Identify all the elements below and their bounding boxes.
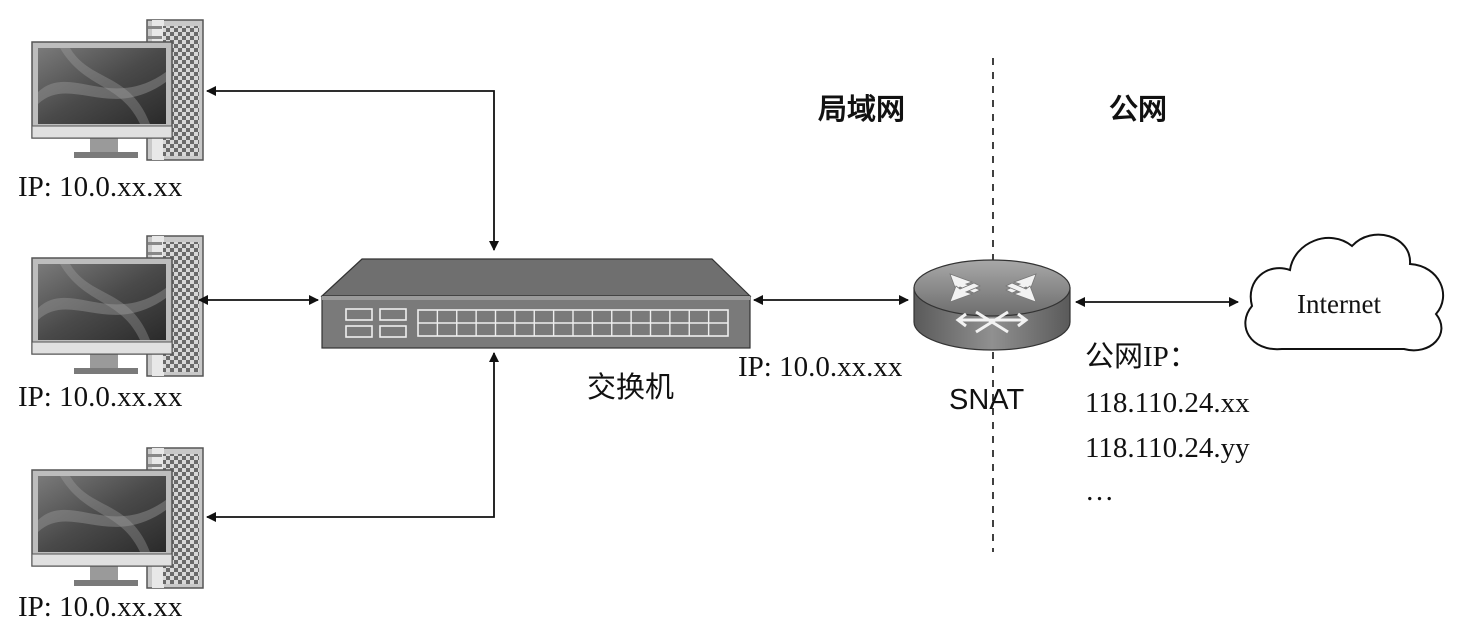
router-icon bbox=[913, 259, 1071, 351]
computer-icon bbox=[31, 235, 204, 377]
switch-icon bbox=[320, 258, 752, 349]
router-label: SNAT bbox=[949, 384, 1024, 416]
public-ip-1: 118.110.24.xx bbox=[1085, 387, 1250, 419]
cloud-label: Internet bbox=[1297, 289, 1381, 319]
lan-label: 局域网 bbox=[818, 93, 905, 126]
computer-icon bbox=[31, 19, 204, 161]
connections bbox=[198, 86, 1239, 522]
link-pc1-switch bbox=[206, 86, 499, 251]
wan-label: 公网 bbox=[1109, 94, 1167, 126]
computer-3 bbox=[31, 447, 204, 589]
public-ip-more: … bbox=[1085, 475, 1114, 507]
switch-ip-label: IP: 10.0.xx.xx bbox=[738, 351, 903, 383]
switch-label: 交换机 bbox=[587, 371, 674, 404]
pc-ip-label-3: IP: 10.0.xx.xx bbox=[18, 591, 183, 623]
link-pc3-switch bbox=[206, 352, 499, 522]
public-ip-title: 公网IP： bbox=[1085, 341, 1198, 373]
computer-icon bbox=[31, 447, 204, 589]
computer-2 bbox=[31, 235, 204, 377]
pc-ip-label-2: IP: 10.0.xx.xx bbox=[18, 381, 183, 413]
public-ip-2: 118.110.24.yy bbox=[1085, 432, 1250, 464]
cloud-icon bbox=[1244, 233, 1445, 352]
computer-1 bbox=[31, 19, 204, 161]
pc-ip-label-1: IP: 10.0.xx.xx bbox=[18, 171, 183, 203]
